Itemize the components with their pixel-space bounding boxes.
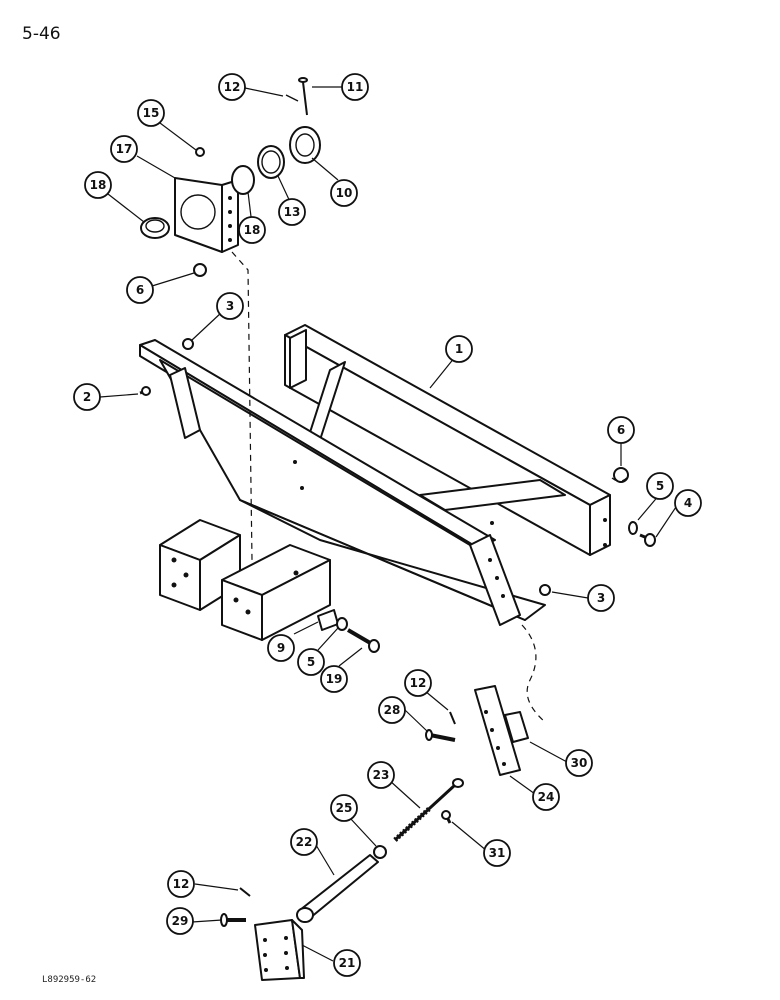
leader-lines xyxy=(99,86,677,962)
svg-text:12: 12 xyxy=(410,676,427,690)
nut-25 xyxy=(373,845,387,859)
callout-5-tongue: 5 xyxy=(297,648,325,676)
screw-rod xyxy=(393,778,464,842)
callout-12-top: 12 xyxy=(218,73,246,101)
svg-text:11: 11 xyxy=(347,80,364,94)
svg-text:25: 25 xyxy=(336,801,353,815)
svg-text:23: 23 xyxy=(373,768,390,782)
top-cotter-pin xyxy=(285,94,299,102)
svg-text:17: 17 xyxy=(116,142,133,156)
callout-25: 25 xyxy=(330,794,358,822)
callout-4: 4 xyxy=(674,489,702,517)
callout-31: 31 xyxy=(483,839,511,867)
callout-10: 10 xyxy=(330,179,358,207)
callout-12-low: 12 xyxy=(167,870,195,898)
svg-text:5: 5 xyxy=(307,655,315,669)
svg-text:13: 13 xyxy=(284,205,301,219)
svg-text:6: 6 xyxy=(136,283,144,297)
callout-13: 13 xyxy=(278,198,306,226)
top-pin xyxy=(298,77,308,116)
callout-9: 9 xyxy=(267,634,295,662)
base-plate xyxy=(254,919,305,981)
svg-text:12: 12 xyxy=(224,80,241,94)
callout-6-right: 6 xyxy=(607,416,635,444)
svg-text:9: 9 xyxy=(277,641,285,655)
svg-text:21: 21 xyxy=(339,956,356,970)
bolt-left xyxy=(139,386,151,396)
callout-5-right: 5 xyxy=(646,472,674,500)
bracket-plate-24 xyxy=(474,685,521,776)
svg-text:10: 10 xyxy=(336,186,353,200)
jack-mount-plate xyxy=(174,177,239,253)
svg-text:3: 3 xyxy=(597,591,605,605)
callout-30: 30 xyxy=(565,749,593,777)
main-frame xyxy=(139,324,611,641)
pin-low xyxy=(220,913,246,927)
nut-frame-right xyxy=(539,584,551,596)
washer-rear xyxy=(628,521,638,535)
callout-1: 1 xyxy=(445,335,473,363)
callout-15: 15 xyxy=(137,99,165,127)
callout-6-top: 6 xyxy=(126,276,154,304)
bolt-rear xyxy=(639,533,656,547)
svg-text:18: 18 xyxy=(244,223,261,237)
callout-12-mid: 12 xyxy=(404,669,432,697)
callout-11: 11 xyxy=(341,73,369,101)
cotter-pin-mid xyxy=(449,711,456,725)
svg-text:1: 1 xyxy=(455,342,463,356)
callout-18-mid: 18 xyxy=(238,216,266,244)
svg-text:4: 4 xyxy=(684,496,692,510)
callout-18-left: 18 xyxy=(84,171,112,199)
svg-text:19: 19 xyxy=(326,672,343,686)
callout-17: 17 xyxy=(110,135,138,163)
ring xyxy=(257,145,285,179)
svg-text:12: 12 xyxy=(173,877,190,891)
svg-text:3: 3 xyxy=(226,299,234,313)
callout-22: 22 xyxy=(290,828,318,856)
nut-frame-top xyxy=(182,338,194,350)
svg-text:24: 24 xyxy=(538,790,555,804)
callout-23: 23 xyxy=(367,761,395,789)
callout-29: 29 xyxy=(166,907,194,935)
bracket-plate-30 xyxy=(504,711,529,743)
svg-text:30: 30 xyxy=(571,756,588,770)
bushing-right xyxy=(231,165,255,195)
jack-tube xyxy=(296,854,379,923)
callout-3-top: 3 xyxy=(216,292,244,320)
svg-text:28: 28 xyxy=(384,703,401,717)
figure-code: L892959-62 xyxy=(42,975,97,985)
bolt-31 xyxy=(441,810,452,824)
callout-24: 24 xyxy=(532,783,560,811)
spacer-tube xyxy=(317,609,339,631)
svg-text:6: 6 xyxy=(617,423,625,437)
nut-rear-tube xyxy=(613,467,629,483)
bolt-tongue xyxy=(346,628,380,653)
washer-tongue xyxy=(336,617,348,631)
nut-top xyxy=(193,263,207,277)
page-number: 5-46 xyxy=(22,24,61,44)
callout-21: 21 xyxy=(333,949,361,977)
svg-text:15: 15 xyxy=(143,106,160,120)
svg-text:29: 29 xyxy=(172,914,189,928)
callout-2: 2 xyxy=(73,383,101,411)
callout-3-right: 3 xyxy=(587,584,615,612)
grease-fitting xyxy=(195,147,205,157)
svg-text:22: 22 xyxy=(296,835,313,849)
svg-text:5: 5 xyxy=(656,479,664,493)
collar xyxy=(289,126,321,164)
callout-28: 28 xyxy=(378,696,406,724)
assembly-lines xyxy=(231,251,631,723)
pin-mid xyxy=(425,729,456,742)
callout-19: 19 xyxy=(320,665,348,693)
svg-text:2: 2 xyxy=(83,390,91,404)
svg-text:18: 18 xyxy=(90,178,107,192)
svg-text:31: 31 xyxy=(489,846,506,860)
bushing-left xyxy=(140,217,170,239)
cotter-pin-low xyxy=(239,887,251,897)
